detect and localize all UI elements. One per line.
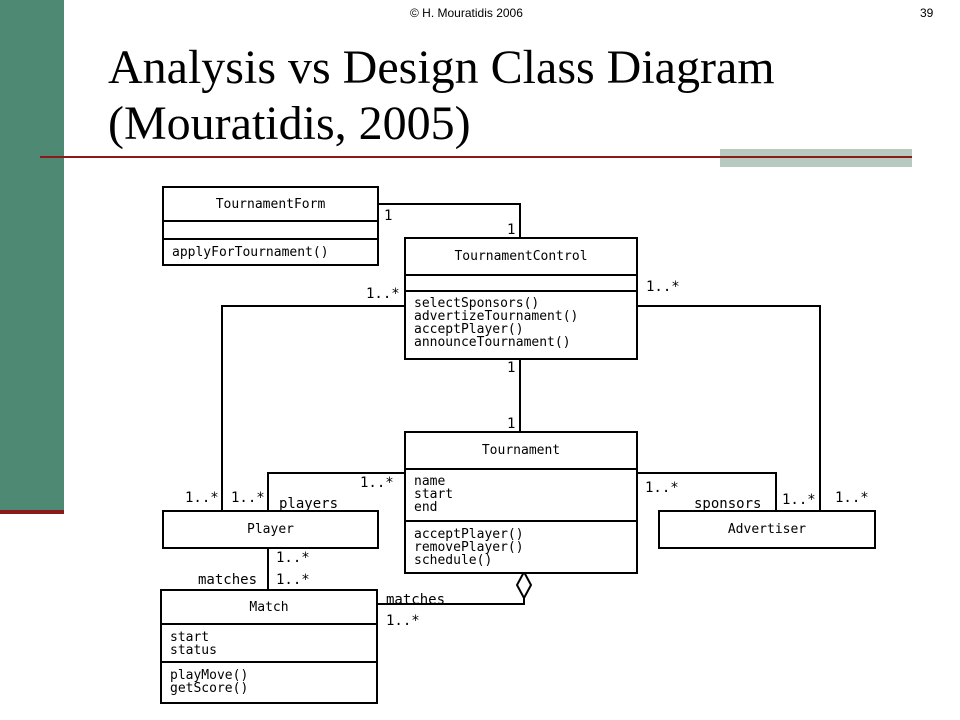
multiplicity-label: 1..* [185,490,219,506]
slide-title: Analysis vs Design Class Diagram (Mourat… [108,41,775,150]
multiplicity-label: 1..* [276,550,310,566]
class-attributes: name start end [406,470,636,522]
class-name: TournamentForm [164,188,377,222]
multiplicity-label: 1..* [782,492,816,508]
assoc-tournament-player [267,472,405,511]
multiplicity-label: 1 [507,416,516,432]
class-name: Tournament [406,433,636,470]
title-rule [40,156,912,158]
multiplicity-label: 1..* [835,490,869,506]
assoc-tournament-advertiser [637,472,777,511]
attribute: start [414,487,454,502]
attribute: status [170,643,217,658]
role-label: matches [198,572,258,588]
multiplicity-label: 1..* [386,613,420,629]
operation: selectSponsors() [414,296,540,311]
title-accent-block [720,149,912,167]
multiplicity-label: 1..* [276,572,310,588]
multiplicity-label: 1..* [646,279,680,295]
class-operations: selectSponsors() advertizeTournament() a… [406,292,636,353]
class-name: TournamentControl [406,239,636,276]
multiplicity-label: 1 [507,222,516,238]
class-attributes: start status [162,625,376,663]
role-label: matches [386,592,446,608]
class-operations: playMove() getScore() [162,663,376,699]
class-operations: acceptPlayer() removePlayer() schedule() [406,522,636,571]
class-player: Player [162,510,379,549]
class-name: Match [162,591,376,625]
class-tournament-form: TournamentForm applyForTournament() [162,186,379,266]
class-operations: applyForTournament() [164,240,377,263]
multiplicity-label: 1..* [231,490,265,506]
left-accent-rule [0,510,64,514]
multiplicity-label: 1..* [645,480,679,496]
operation: playMove() [170,668,249,683]
operation: advertizeTournament() [414,309,579,324]
class-match: Match start status playMove() getScore() [160,589,378,704]
operation: removePlayer() [414,540,524,555]
operation: getScore() [170,681,249,696]
page-number: 39 [920,6,934,20]
attribute: name [414,474,446,489]
multiplicity-label: 1..* [360,475,394,491]
role-label: sponsors [694,496,762,512]
role-label: players [279,496,339,512]
aggregation-diamond [515,569,533,601]
assoc-control-advertiser [637,305,821,511]
operation: schedule() [414,553,493,568]
multiplicity-label: 1 [507,360,516,376]
assoc-control-player [221,305,405,511]
copyright-text: © H. Mouratidis 2006 [410,6,523,20]
class-name: Advertiser [727,522,807,537]
left-accent-bar [0,0,64,512]
attribute: start [170,630,210,645]
class-advertiser: Advertiser [658,510,876,549]
multiplicity-label: 1..* [366,286,400,302]
operation: applyForTournament() [172,245,329,260]
class-attributes [164,222,377,240]
class-tournament: Tournament name start end acceptPlayer()… [404,431,638,574]
class-tournament-control: TournamentControl selectSponsors() adver… [404,237,638,360]
multiplicity-label: 1 [384,208,393,224]
class-attributes [406,276,636,292]
operation: announceTournament() [414,335,571,350]
attribute: end [414,500,438,515]
class-name: Player [247,522,294,537]
operation: acceptPlayer() [414,322,524,337]
operation: acceptPlayer() [414,527,524,542]
assoc-form-control [378,203,521,238]
